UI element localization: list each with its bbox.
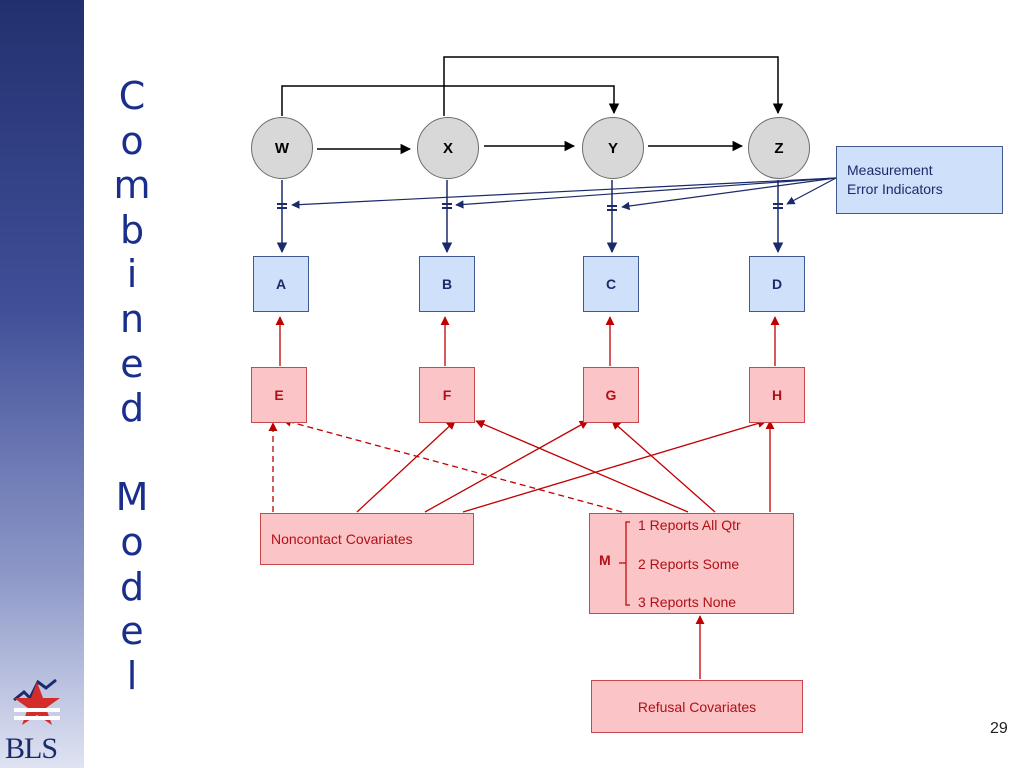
equals-markers	[277, 203, 783, 211]
arrow-w-to-y	[281, 85, 620, 116]
arrow-measurement-to-a	[291, 177, 837, 209]
arrow-noncontact-to-h	[462, 418, 767, 513]
refusal-covariates-box: Refusal Covariates	[591, 680, 803, 733]
measurement-error-box: Measurement Error Indicators	[836, 146, 1003, 214]
title-letter: m	[113, 163, 151, 208]
m-option-1: 1 Reports All Qtr	[638, 517, 741, 533]
node-a: A	[253, 256, 309, 312]
title-letter: l	[126, 653, 138, 698]
title-letter: e	[120, 609, 144, 654]
title-letter: n	[119, 296, 145, 341]
m-label: M	[599, 552, 611, 568]
slide-title: C o m b i n e d M o d e l	[108, 74, 156, 698]
noncontact-label: Noncontact Covariates	[271, 531, 413, 547]
arrow-x-to-z	[443, 56, 784, 116]
sidebar-gradient	[0, 0, 84, 768]
title-letter: d	[119, 386, 145, 431]
node-z: Z	[748, 117, 810, 179]
node-b: B	[419, 256, 475, 312]
title-letter: C	[118, 74, 146, 118]
node-g: G	[583, 367, 639, 423]
title-letter: e	[120, 341, 144, 386]
m-brace-icon	[619, 521, 630, 606]
title-letter: o	[120, 118, 144, 163]
arrow-measurement-to-d	[786, 177, 837, 205]
node-w: W	[251, 117, 313, 179]
node-f: F	[419, 367, 475, 423]
logo-text: BLS	[5, 732, 58, 765]
node-h: H	[749, 367, 805, 423]
dashed-m-to-e	[282, 417, 623, 513]
node-x: X	[417, 117, 479, 179]
title-letter: i	[126, 252, 138, 297]
title-letter: o	[120, 519, 144, 564]
bls-logo-icon	[13, 678, 60, 725]
m-box: M 1 Reports All Qtr 2 Reports Some 3 Rep…	[589, 513, 794, 614]
arrow-measurement-to-b	[455, 177, 837, 209]
logo-star	[14, 682, 60, 725]
arrow-noncontact-to-f	[356, 420, 456, 513]
arrow-m-to-g	[611, 420, 716, 513]
measurement-line2: Error Indicators	[847, 181, 943, 197]
node-d: D	[749, 256, 805, 312]
node-e: E	[251, 367, 307, 423]
refusal-label: Refusal Covariates	[637, 698, 757, 715]
title-letter: M	[115, 475, 149, 520]
node-c: C	[583, 256, 639, 312]
measurement-line1: Measurement	[847, 162, 933, 178]
m-option-2: 2 Reports Some	[638, 556, 740, 572]
arrow-noncontact-to-g	[424, 420, 589, 513]
title-letter: b	[119, 207, 145, 252]
noncontact-covariates-box: Noncontact Covariates	[260, 513, 474, 565]
page-number: 29	[990, 720, 1008, 737]
m-option-3: 3 Reports None	[638, 594, 737, 610]
arrow-measurement-to-c	[621, 177, 837, 211]
title-letter: d	[119, 564, 145, 609]
node-y: Y	[582, 117, 644, 179]
arrow-m-to-f	[475, 420, 689, 513]
